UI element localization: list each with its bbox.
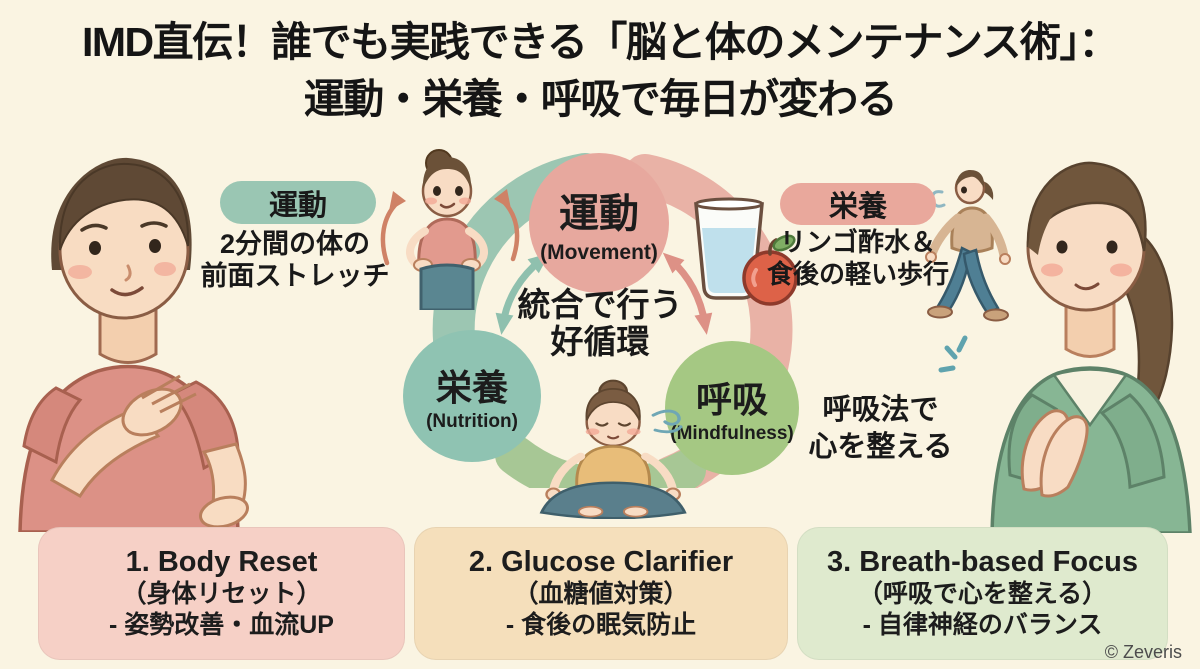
breath-note-line-1: 呼吸法で <box>822 394 939 426</box>
nutrition-sublabel: (Nutrition) <box>426 411 518 432</box>
card-1-detail: - 姿勢改善・血流UP <box>108 611 334 640</box>
breath-note-line-2: 心を整える <box>808 431 953 464</box>
card-breath-based-focus: 3. Breath-based Focus （呼吸で心を整える） - 自律神経の… <box>797 527 1168 660</box>
cycle-node-movement: 運動 (Movement) <box>529 153 669 293</box>
title-line-1: IMD直伝！誰でも実践できる「脳と体のメンテナンス術」： <box>81 19 1120 65</box>
nutrition-caption-line-1: リンゴ酢水＆ <box>779 227 936 257</box>
movement-label: 運動 <box>559 192 639 236</box>
nutrition-caption: リンゴ酢水＆ 食後の軽い歩行 <box>758 227 958 290</box>
sparkle-icon <box>938 335 968 373</box>
center-note-line-2: 好循環 <box>550 322 650 360</box>
walking-woman-illustration <box>925 170 1011 322</box>
page-title: IMD直伝！誰でも実践できる「脳と体のメンテナンス術」： 運動・栄養・呼吸で毎日… <box>0 14 1200 127</box>
card-3-detail: - 自律神経のバランス <box>862 611 1103 640</box>
woman-illustration <box>990 161 1192 533</box>
double-arrow-pink-icon <box>662 252 713 335</box>
copyright-text: © Zeveris <box>1104 642 1182 662</box>
water-glass-and-apple <box>694 197 798 306</box>
breath-note: 呼吸法で 心を整える <box>793 392 968 466</box>
cycle-node-mindfulness: 呼吸 (Mindfulness) <box>665 341 799 475</box>
mindfulness-label: 呼吸 <box>695 379 768 420</box>
movement-caption-line-1: 2分間の体の <box>219 229 371 259</box>
nutrition-badge: 栄養 <box>780 183 936 225</box>
apple-icon <box>742 234 798 306</box>
nutrition-caption-line-2: 食後の軽い歩行 <box>766 258 949 289</box>
mindfulness-sublabel: (Mindfulness) <box>670 423 794 444</box>
cycle-center-note: 統合で行う 好循環 <box>470 286 730 361</box>
meditating-woman-illustration <box>539 379 687 519</box>
card-body-reset: 1. Body Reset （身体リセット） - 姿勢改善・血流UP <box>38 527 405 660</box>
card-2-title: 2. Glucose Clarifier <box>468 545 734 578</box>
nutrition-badge-label: 栄養 <box>828 191 887 223</box>
card-1-subtitle: （身体リセット） <box>121 579 322 608</box>
nutrition-label: 栄養 <box>435 367 508 408</box>
card-3-title: 3. Breath-based Focus <box>826 545 1139 578</box>
card-3-subtitle: （呼吸で心を整える） <box>857 579 1108 608</box>
title-line-2: 運動・栄養・呼吸で毎日が変わる <box>303 75 898 122</box>
movement-badge-label: 運動 <box>268 189 327 222</box>
double-arrow-teal-icon <box>495 253 550 335</box>
center-note-line-1: 統合で行う <box>517 286 683 323</box>
card-glucose-clarifier: 2. Glucose Clarifier （血糖値対策） - 食後の眠気防止 <box>414 527 788 660</box>
stretching-woman-illustration <box>380 149 520 310</box>
movement-caption-line-2: 前面ストレッチ <box>200 261 390 292</box>
breath-swirl-icon <box>651 409 683 434</box>
man-illustration <box>18 157 249 532</box>
card-2-detail: - 食後の眠気防止 <box>505 611 697 640</box>
card-2-subtitle: （血糖値対策） <box>513 579 689 608</box>
movement-caption: 2分間の体の 前面ストレッチ <box>190 228 400 293</box>
card-1-title: 1. Body Reset <box>125 545 318 578</box>
movement-badge: 運動 <box>220 181 376 224</box>
cycle-node-nutrition: 栄養 (Nutrition) <box>403 330 541 462</box>
movement-sublabel: (Movement) <box>540 241 658 264</box>
